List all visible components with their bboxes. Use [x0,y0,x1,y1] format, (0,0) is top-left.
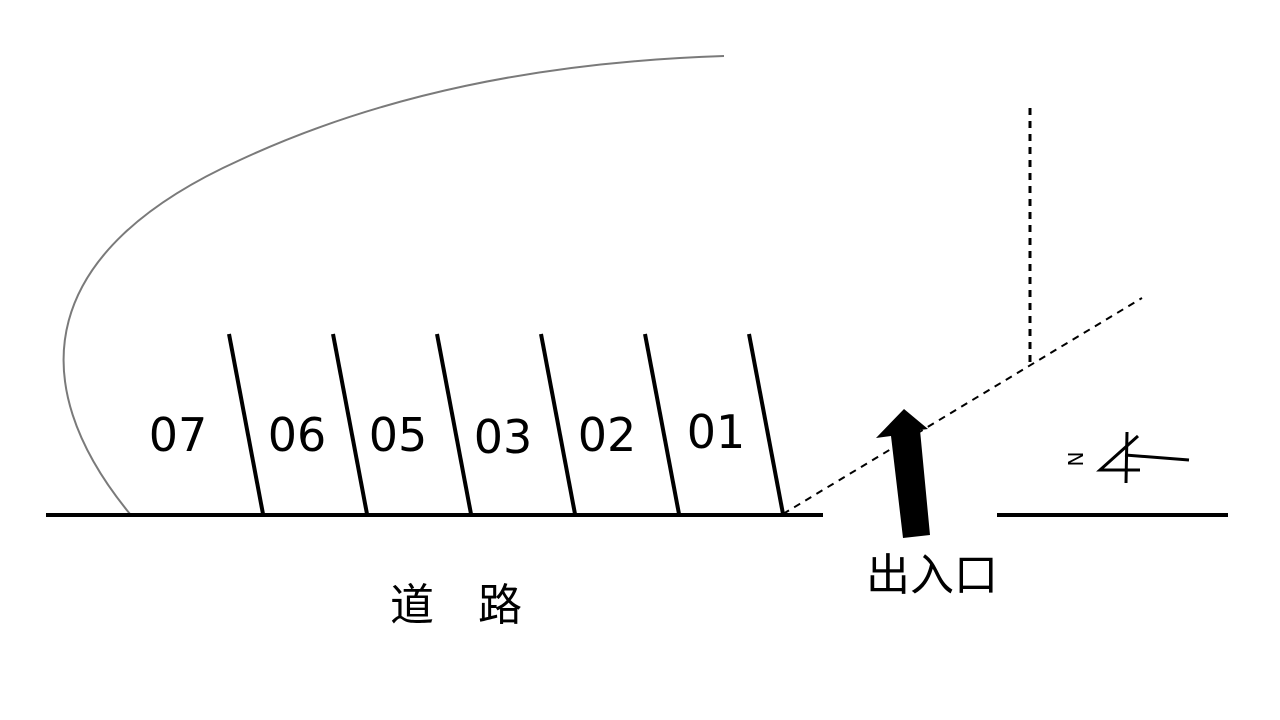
entrance-label: 出入口 [866,550,998,601]
stall-number-01: 01 [687,405,746,459]
stall-divider [747,333,785,515]
stall-number-02: 02 [578,408,637,462]
north-label: N [1063,452,1087,467]
stall-divider [331,333,369,515]
stall-number-05: 05 [369,408,428,462]
north-arrow-icon [1096,431,1190,484]
entrance-arrow-icon [876,409,930,538]
dashed-diagonal-line [782,297,1143,515]
road-label: 道 路 [390,580,522,631]
stall-divider [643,333,681,515]
stall-number-03: 03 [474,410,533,464]
stall-number-06: 06 [268,408,327,462]
stall-number-07: 07 [149,408,208,462]
stall-divider [227,333,265,515]
stall-divider [435,333,473,515]
stall-dividers [227,333,785,515]
curved-boundary-line [62,55,725,515]
stall-divider [539,333,577,515]
